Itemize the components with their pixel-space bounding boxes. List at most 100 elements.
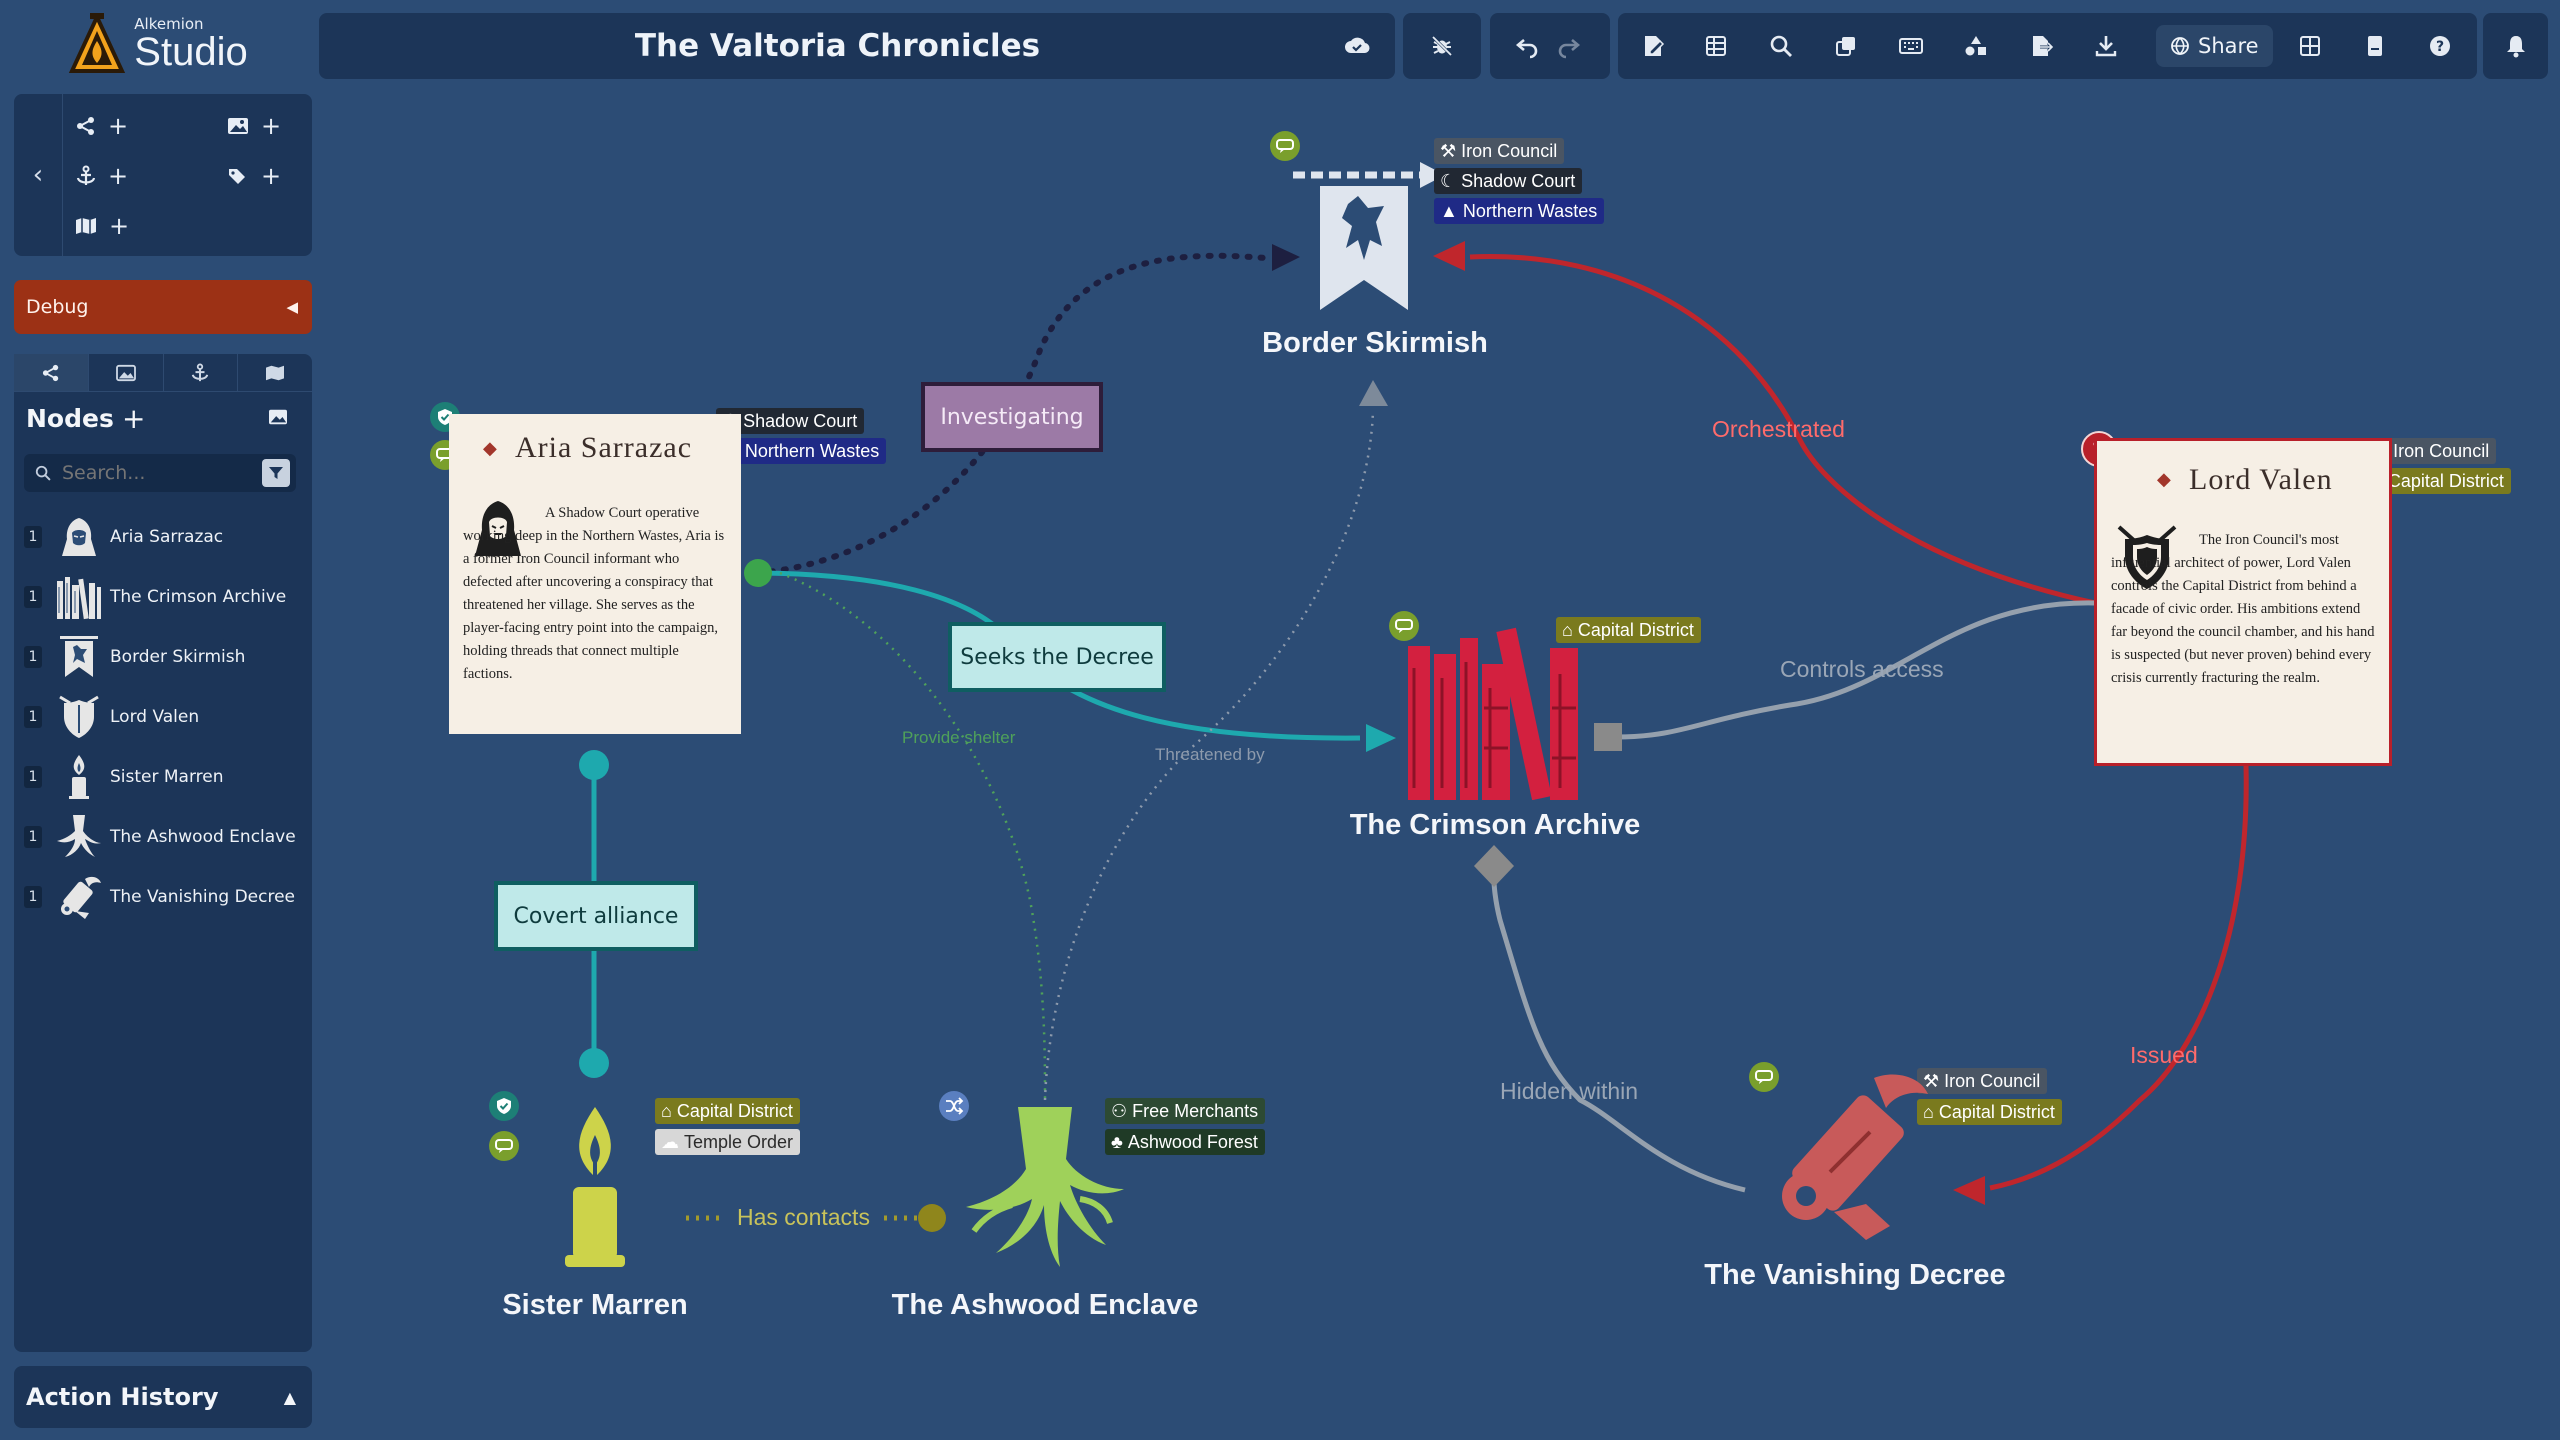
wolf-banner-icon[interactable] <box>1318 182 1410 312</box>
grid-layout-button[interactable] <box>2285 21 2335 71</box>
tag-capital-district[interactable]: ⌂Capital District <box>1556 617 1701 643</box>
edge-label-issued[interactable]: Issued <box>2130 1042 2198 1068</box>
add-map-button[interactable]: + <box>62 206 142 246</box>
card-title: Aria Sarrazac <box>515 431 693 464</box>
node-label: Aria Sarrazac <box>110 527 224 547</box>
edge-label-investigating[interactable]: Investigating <box>921 382 1103 452</box>
tag-free-merchants[interactable]: ⚇Free Merchants <box>1105 1098 1266 1124</box>
search-button[interactable] <box>1756 21 1806 71</box>
action-history-toggle[interactable]: Action History ▲ <box>14 1366 312 1428</box>
node-title-vanishing-decree[interactable]: The Vanishing Decree <box>1704 1259 2006 1291</box>
project-title[interactable]: The Valtoria Chronicles <box>634 28 1041 64</box>
add-anchor-button[interactable]: + <box>62 156 142 196</box>
grid-icon <box>2300 36 2320 56</box>
edge-covert-bottom-dot <box>579 1048 609 1078</box>
tag-northern-wastes[interactable]: ▲Northern Wastes <box>716 438 887 464</box>
app-logo[interactable]: Alkemion Studio <box>0 0 316 88</box>
link-badge[interactable] <box>1749 1062 1779 1092</box>
edge-label-hidden-within[interactable]: Hidden within <box>1500 1078 1639 1104</box>
link-badge[interactable] <box>489 1131 519 1161</box>
list-item[interactable]: 1 Sister Marren <box>24 749 304 805</box>
tag-ashwood-forest[interactable]: ♣Ashwood Forest <box>1105 1129 1265 1155</box>
shield-crossed-swords-icon <box>2117 525 2177 589</box>
list-item[interactable]: 1 The Crimson Archive <box>24 569 304 625</box>
document-button[interactable] <box>2350 21 2400 71</box>
duplicate-button[interactable] <box>1821 21 1871 71</box>
tab-nodes[interactable] <box>14 354 89 392</box>
edge-label-threatened-by[interactable]: Threatened by <box>1155 745 1265 764</box>
link-badge[interactable] <box>1389 611 1419 641</box>
search-icon <box>1770 35 1792 57</box>
edge-label-seeks-decree[interactable]: Seeks the Decree <box>948 622 1166 692</box>
edge-label-orchestrated[interactable]: Orchestrated <box>1712 416 1845 442</box>
list-item[interactable]: 1 The Vanishing Decree <box>24 869 304 925</box>
cloud-save-button[interactable] <box>1332 21 1382 71</box>
node-title-crimson-archive[interactable]: The Crimson Archive <box>1349 809 1641 841</box>
node-card-lord-valen[interactable]: ◆ Lord Valen The Iron Council's most inf… <box>2094 438 2392 766</box>
tag-northern-wastes[interactable]: ▲Northern Wastes <box>1434 198 1605 224</box>
list-item[interactable]: 1 Lord Valen <box>24 689 304 745</box>
tag-iron-council[interactable]: ⚒Iron Council <box>1917 1068 2048 1094</box>
tag-capital-district[interactable]: ⌂Capital District <box>1917 1099 2062 1125</box>
tag-text: Shadow Court <box>1461 170 1576 191</box>
shuffle-badge[interactable] <box>939 1091 969 1121</box>
node-title-border-skirmish[interactable]: Border Skirmish <box>1262 327 1488 359</box>
add-tag-button[interactable]: + <box>214 156 294 196</box>
tab-anchors[interactable] <box>163 354 239 392</box>
redo-button[interactable] <box>1543 21 1593 71</box>
node-images-toggle[interactable] <box>268 408 288 430</box>
list-item[interactable]: 1 Border Skirmish <box>24 629 304 685</box>
export-file-button[interactable] <box>2016 21 2066 71</box>
scroll-icon[interactable] <box>1770 1072 1940 1240</box>
anchor-icon <box>192 363 209 381</box>
undo-button[interactable] <box>1503 21 1553 71</box>
node-search-box <box>24 454 296 492</box>
add-node-plus-button[interactable]: + <box>122 402 146 435</box>
node-title-sister-marren[interactable]: Sister Marren <box>502 1289 688 1321</box>
edge-covert-top-dot <box>579 750 609 780</box>
debug-panel-toggle[interactable]: Debug ◀ <box>14 280 312 334</box>
chevron-left-icon: ‹ <box>32 160 44 190</box>
caret-up-icon: ▲ <box>283 1387 296 1407</box>
candle-icon[interactable] <box>555 1105 635 1270</box>
shield-icon <box>54 692 104 742</box>
shapes-button[interactable] <box>1951 21 2001 71</box>
edge-label-covert-alliance[interactable]: Covert alliance <box>494 881 698 951</box>
notifications-button[interactable] <box>2491 21 2541 71</box>
help-button[interactable]: ? <box>2415 21 2465 71</box>
edge-label-provide-shelter[interactable]: Provide shelter <box>902 728 1016 747</box>
list-item[interactable]: 1 The Ashwood Enclave <box>24 809 304 865</box>
tag-temple-order[interactable]: ☁Temple Order <box>655 1129 801 1155</box>
note-edit-icon <box>1645 36 1665 56</box>
add-image-button[interactable]: + <box>214 106 294 146</box>
bookshelf-icon[interactable] <box>1400 618 1590 800</box>
filter-button[interactable] <box>262 459 290 487</box>
tag-iron-council[interactable]: ⚒Iron Council <box>1434 138 1565 164</box>
anchor-icon <box>76 165 96 185</box>
keyboard-button[interactable] <box>1886 21 1936 71</box>
card-title: Lord Valen <box>2189 463 2333 496</box>
collapse-sidebar-button[interactable]: ‹ <box>14 94 63 256</box>
node-title-ashwood-enclave[interactable]: The Ashwood Enclave <box>891 1289 1199 1321</box>
node-card-aria-sarrazac[interactable]: ◆ Aria Sarrazac A Shadow Court operative… <box>449 414 741 734</box>
tab-images[interactable] <box>88 354 164 392</box>
edge-anchor-dot <box>744 559 772 587</box>
tab-maps[interactable] <box>238 354 312 392</box>
edit-note-button[interactable] <box>1628 21 1678 71</box>
tag-capital-district[interactable]: ⌂Capital District <box>655 1098 800 1124</box>
download-button[interactable] <box>2081 21 2131 71</box>
shield-badge[interactable] <box>489 1091 519 1121</box>
tree-roots-icon[interactable] <box>960 1105 1128 1270</box>
node-search-input[interactable] <box>60 461 254 485</box>
file-export-icon <box>2033 36 2054 56</box>
edge-label-has-contacts[interactable]: Has contacts <box>737 1204 870 1230</box>
share-button[interactable]: Share <box>2156 25 2273 67</box>
add-node-button[interactable]: + <box>62 106 142 146</box>
bug-off-button[interactable] <box>1417 21 1467 71</box>
list-item[interactable]: 1 Aria Sarrazac <box>24 509 304 565</box>
tag-shadow-court[interactable]: ☾Shadow Court <box>1434 168 1583 194</box>
link-badge[interactable] <box>1270 131 1300 161</box>
brand-name: Studio <box>134 29 248 74</box>
edge-label-controls-access[interactable]: Controls access <box>1780 656 1944 682</box>
table-view-button[interactable] <box>1691 21 1741 71</box>
